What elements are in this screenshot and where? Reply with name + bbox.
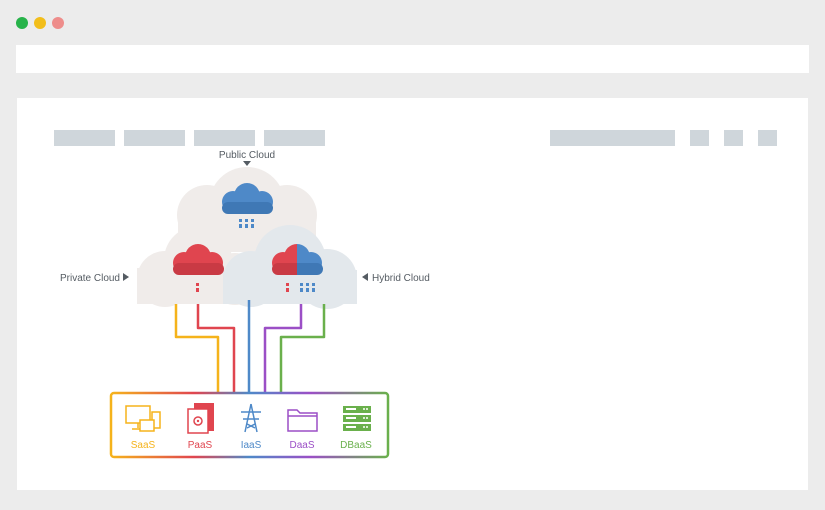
- service-label-paas: PaaS: [188, 440, 213, 451]
- public-cloud-icon: [222, 183, 273, 228]
- public-cloud-label: Public Cloud: [219, 150, 275, 161]
- window-controls: [16, 17, 64, 29]
- connection-lines: [174, 300, 326, 393]
- nav-placeholder-3[interactable]: [194, 130, 255, 146]
- line-saas: [174, 304, 220, 393]
- monitor-devices-icon[interactable]: [125, 405, 161, 432]
- nav-placeholder-2[interactable]: [124, 130, 185, 146]
- hybrid-cloud-shape: [223, 225, 357, 309]
- nav-placeholder-1[interactable]: [54, 130, 115, 146]
- service-label-iaas: IaaS: [241, 440, 262, 451]
- window-close-dot[interactable]: [16, 17, 28, 29]
- public-cloud-arrow-icon: [243, 161, 251, 166]
- nav-placeholder-small-3[interactable]: [758, 130, 777, 146]
- private-cloud-label: Private Cloud: [60, 273, 120, 284]
- transmission-tower-icon[interactable]: [241, 403, 261, 433]
- address-bar[interactable]: [16, 45, 809, 73]
- nav-placeholder-small-2[interactable]: [724, 130, 743, 146]
- window-maximize-dot[interactable]: [52, 17, 64, 29]
- private-cloud-arrow-icon: [123, 273, 129, 281]
- nav-placeholder-small-1[interactable]: [690, 130, 709, 146]
- folder-icon[interactable]: [287, 409, 318, 432]
- nav-placeholder-4[interactable]: [264, 130, 325, 146]
- hybrid-cloud-arrow-icon: [362, 273, 368, 281]
- service-label-daas: DaaS: [289, 440, 314, 451]
- window-minimize-dot[interactable]: [34, 17, 46, 29]
- nav-right-placeholders: [550, 130, 777, 146]
- service-label-dbaas: DBaaS: [340, 440, 372, 451]
- database-rack-icon[interactable]: [343, 406, 371, 431]
- service-label-saas: SaaS: [131, 440, 156, 451]
- nav-left-placeholders: [54, 130, 325, 146]
- private-cloud-icon: [173, 244, 224, 292]
- line-daas: [263, 304, 303, 393]
- hybrid-cloud-label: Hybrid Cloud: [372, 273, 430, 284]
- hybrid-cloud-icon: [272, 244, 323, 292]
- line-paas: [196, 304, 236, 393]
- nav-placeholder-wide[interactable]: [550, 130, 675, 146]
- line-dbaas: [279, 304, 326, 393]
- server-gear-icon[interactable]: [187, 403, 214, 434]
